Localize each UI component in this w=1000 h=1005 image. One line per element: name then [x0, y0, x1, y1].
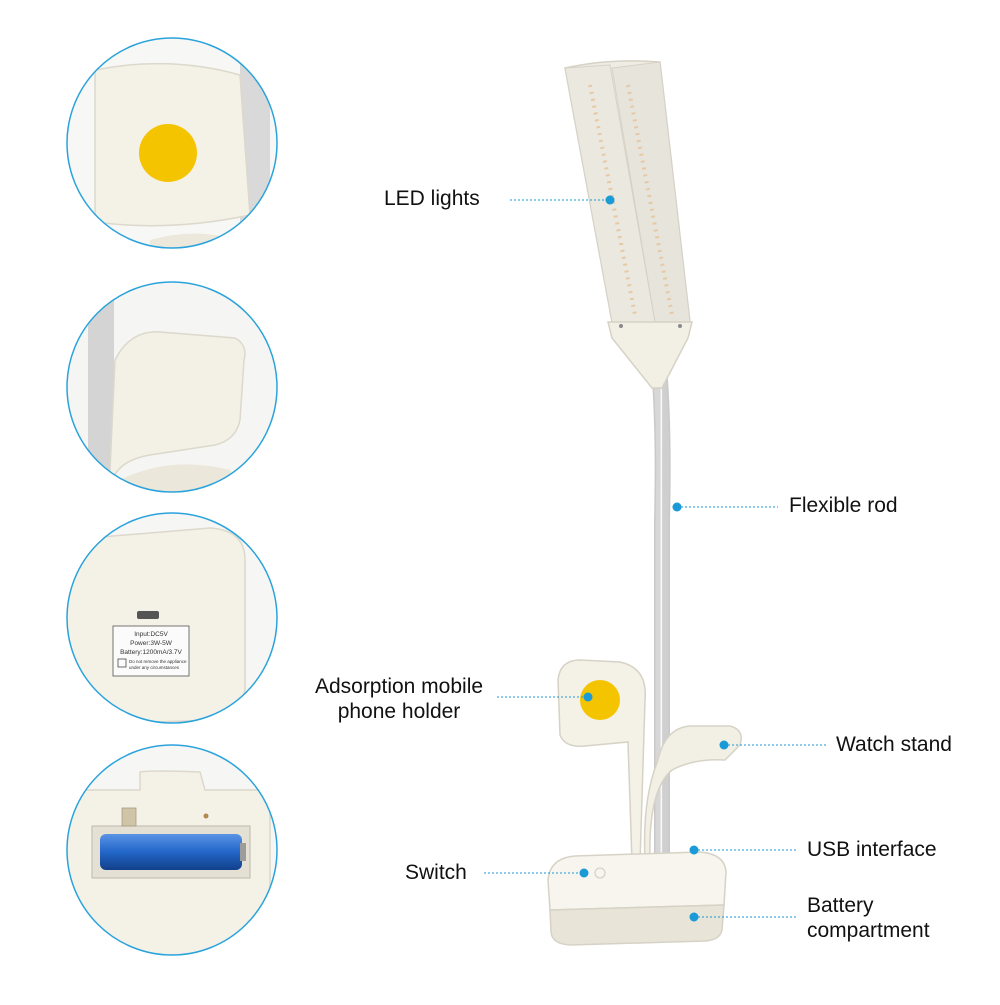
lamp-head: [564, 60, 693, 389]
callout-battery-line2: compartment: [807, 919, 930, 942]
spec-label: [112, 625, 190, 677]
callout-phone-holder: Adsorption mobile phone holder: [297, 674, 501, 724]
callout-flexible-rod: Flexible rod: [789, 494, 898, 517]
suction-pad-icon: [139, 124, 197, 182]
lamp-base: [547, 851, 727, 946]
spec-power: Power:3W-5W: [130, 640, 173, 647]
detail-circle-watch-stand: [66, 281, 278, 493]
battery-cell-icon: [100, 834, 242, 870]
lamp-product: [547, 60, 742, 946]
usb-port-icon: [137, 611, 159, 619]
callout-battery-compartment: Battery compartment: [807, 893, 930, 943]
callout-switch: Switch: [405, 861, 467, 884]
phone-holder-leaf: [557, 659, 647, 863]
callout-phone-holder-line1: Adsorption mobile: [314, 675, 484, 698]
touch-switch-icon: [594, 867, 606, 879]
spec-battery: Battery:1200mA/3.7V: [120, 649, 182, 656]
watch-stand-leaf: [643, 725, 742, 861]
callout-leaders: [484, 195, 826, 922]
callout-battery-line1: Battery: [807, 894, 874, 917]
callout-led-lights: LED lights: [384, 187, 480, 210]
detail-circle-phone-holder: [66, 37, 278, 249]
callout-phone-holder-line2: phone holder: [337, 700, 461, 723]
phone-holder-pad-icon: [580, 680, 620, 720]
detail-circle-battery: [66, 744, 278, 956]
callout-watch-stand: Watch stand: [836, 733, 952, 756]
callout-usb-interface: USB interface: [807, 838, 937, 861]
spec-warning-2: under any circumstances: [129, 665, 180, 670]
spec-warning-1: Do not remove the appliance: [129, 659, 187, 664]
warning-icon: [117, 658, 127, 668]
spec-input: Input:DC5V: [134, 631, 168, 638]
detail-circle-usb-port: Input:DC5V Power:3W-5W Battery:1200mA/3.…: [66, 512, 278, 724]
